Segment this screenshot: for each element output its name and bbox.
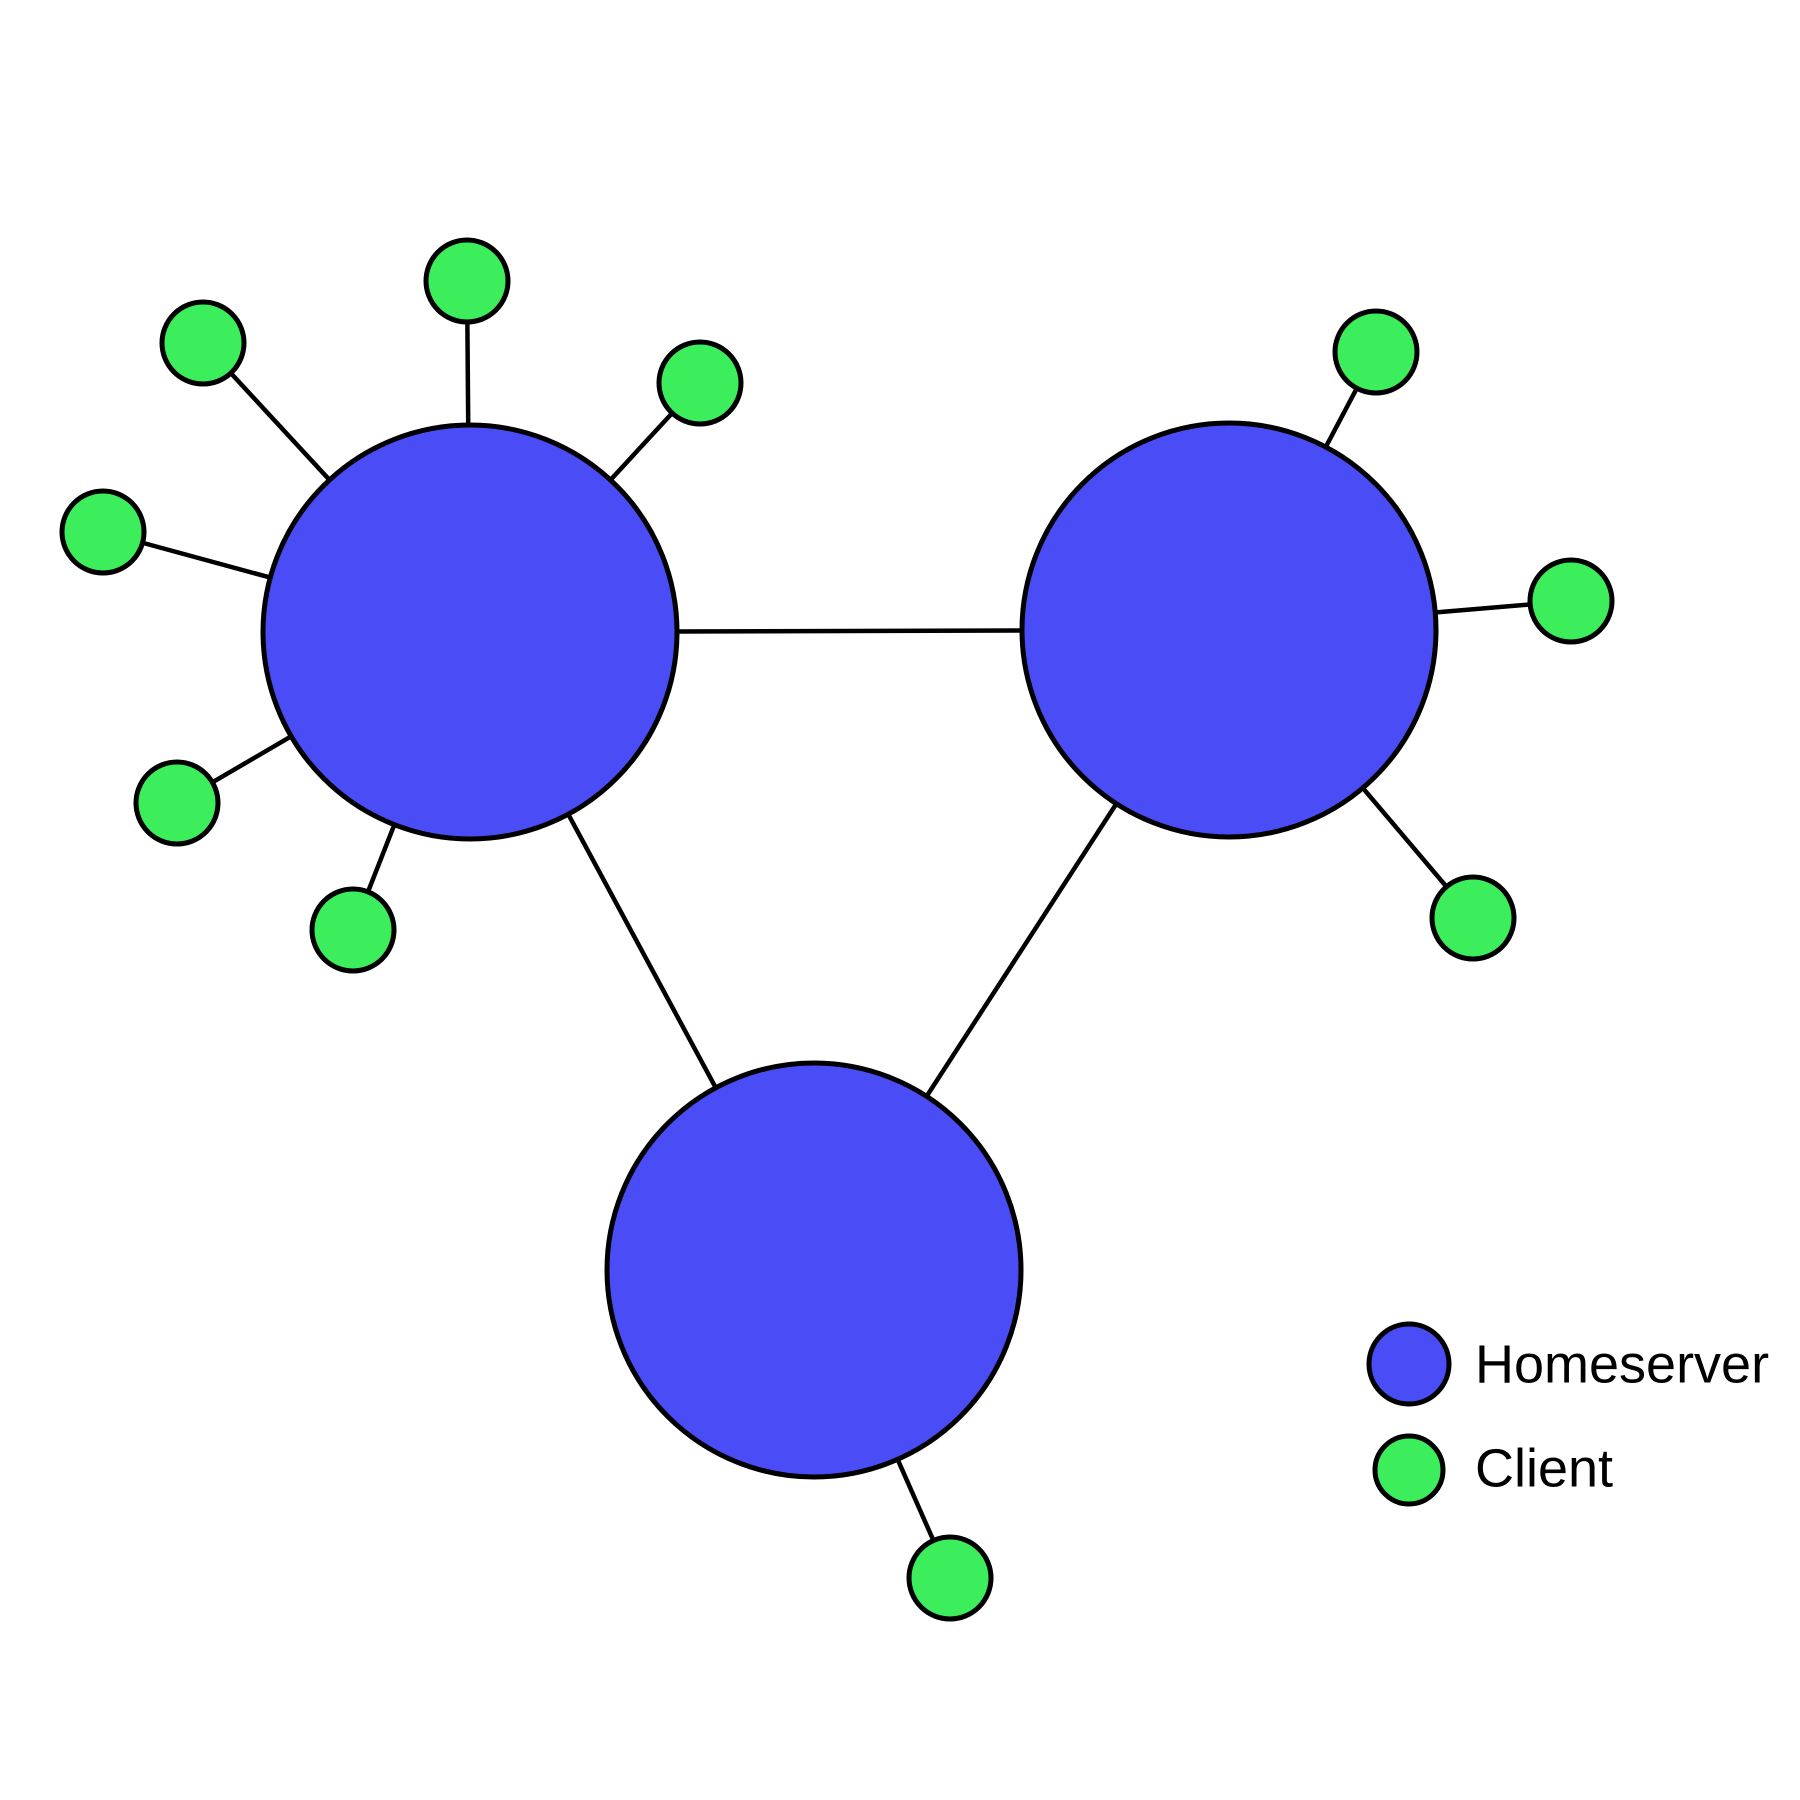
edge-hs2-hs3 xyxy=(923,800,1120,1100)
homeserver-node-hs3[interactable] xyxy=(604,1060,1024,1480)
nodes-layer xyxy=(59,237,1615,1622)
edge-hs2-c8 xyxy=(1433,602,1533,615)
client-node-c3[interactable] xyxy=(656,339,744,427)
edge-hs1-c6 xyxy=(365,821,398,895)
client-node-c6[interactable] xyxy=(309,886,397,974)
legend-swatch-homeserver-icon xyxy=(1366,1321,1452,1407)
client-node-c8[interactable] xyxy=(1527,557,1615,645)
legend-label-client: Client xyxy=(1475,1438,1613,1498)
edge-hs1-c5 xyxy=(209,733,295,786)
edge-hs2-c7 xyxy=(1322,385,1360,450)
legend-label-homeserver: Homeserver xyxy=(1475,1334,1769,1394)
legend-swatch-client-icon xyxy=(1372,1433,1446,1507)
edge-hs1-c3 xyxy=(607,410,676,483)
client-node-c10[interactable] xyxy=(906,1534,994,1622)
client-node-c7[interactable] xyxy=(1332,308,1420,396)
client-node-c1[interactable] xyxy=(423,237,511,325)
edge-hs1-c1 xyxy=(465,319,471,428)
client-node-c5[interactable] xyxy=(133,759,221,847)
edge-hs1-hs3 xyxy=(565,811,719,1091)
edge-hs1-c2 xyxy=(227,370,333,483)
homeserver-node-hs2[interactable] xyxy=(1019,420,1439,840)
legend-item-client: Client xyxy=(1372,1433,1613,1507)
edges-layer xyxy=(140,319,1533,1544)
legend-item-homeserver: Homeserver xyxy=(1366,1321,1769,1407)
client-node-c2[interactable] xyxy=(159,299,247,387)
client-node-c9[interactable] xyxy=(1429,874,1517,962)
edge-hs1-hs2 xyxy=(674,628,1025,634)
homeserver-node-hs1[interactable] xyxy=(260,422,680,842)
client-node-c4[interactable] xyxy=(59,488,147,576)
edge-hs1-c4 xyxy=(140,540,273,581)
edge-hs2-c9 xyxy=(1359,784,1450,890)
edge-hs3-c10 xyxy=(894,1456,937,1544)
